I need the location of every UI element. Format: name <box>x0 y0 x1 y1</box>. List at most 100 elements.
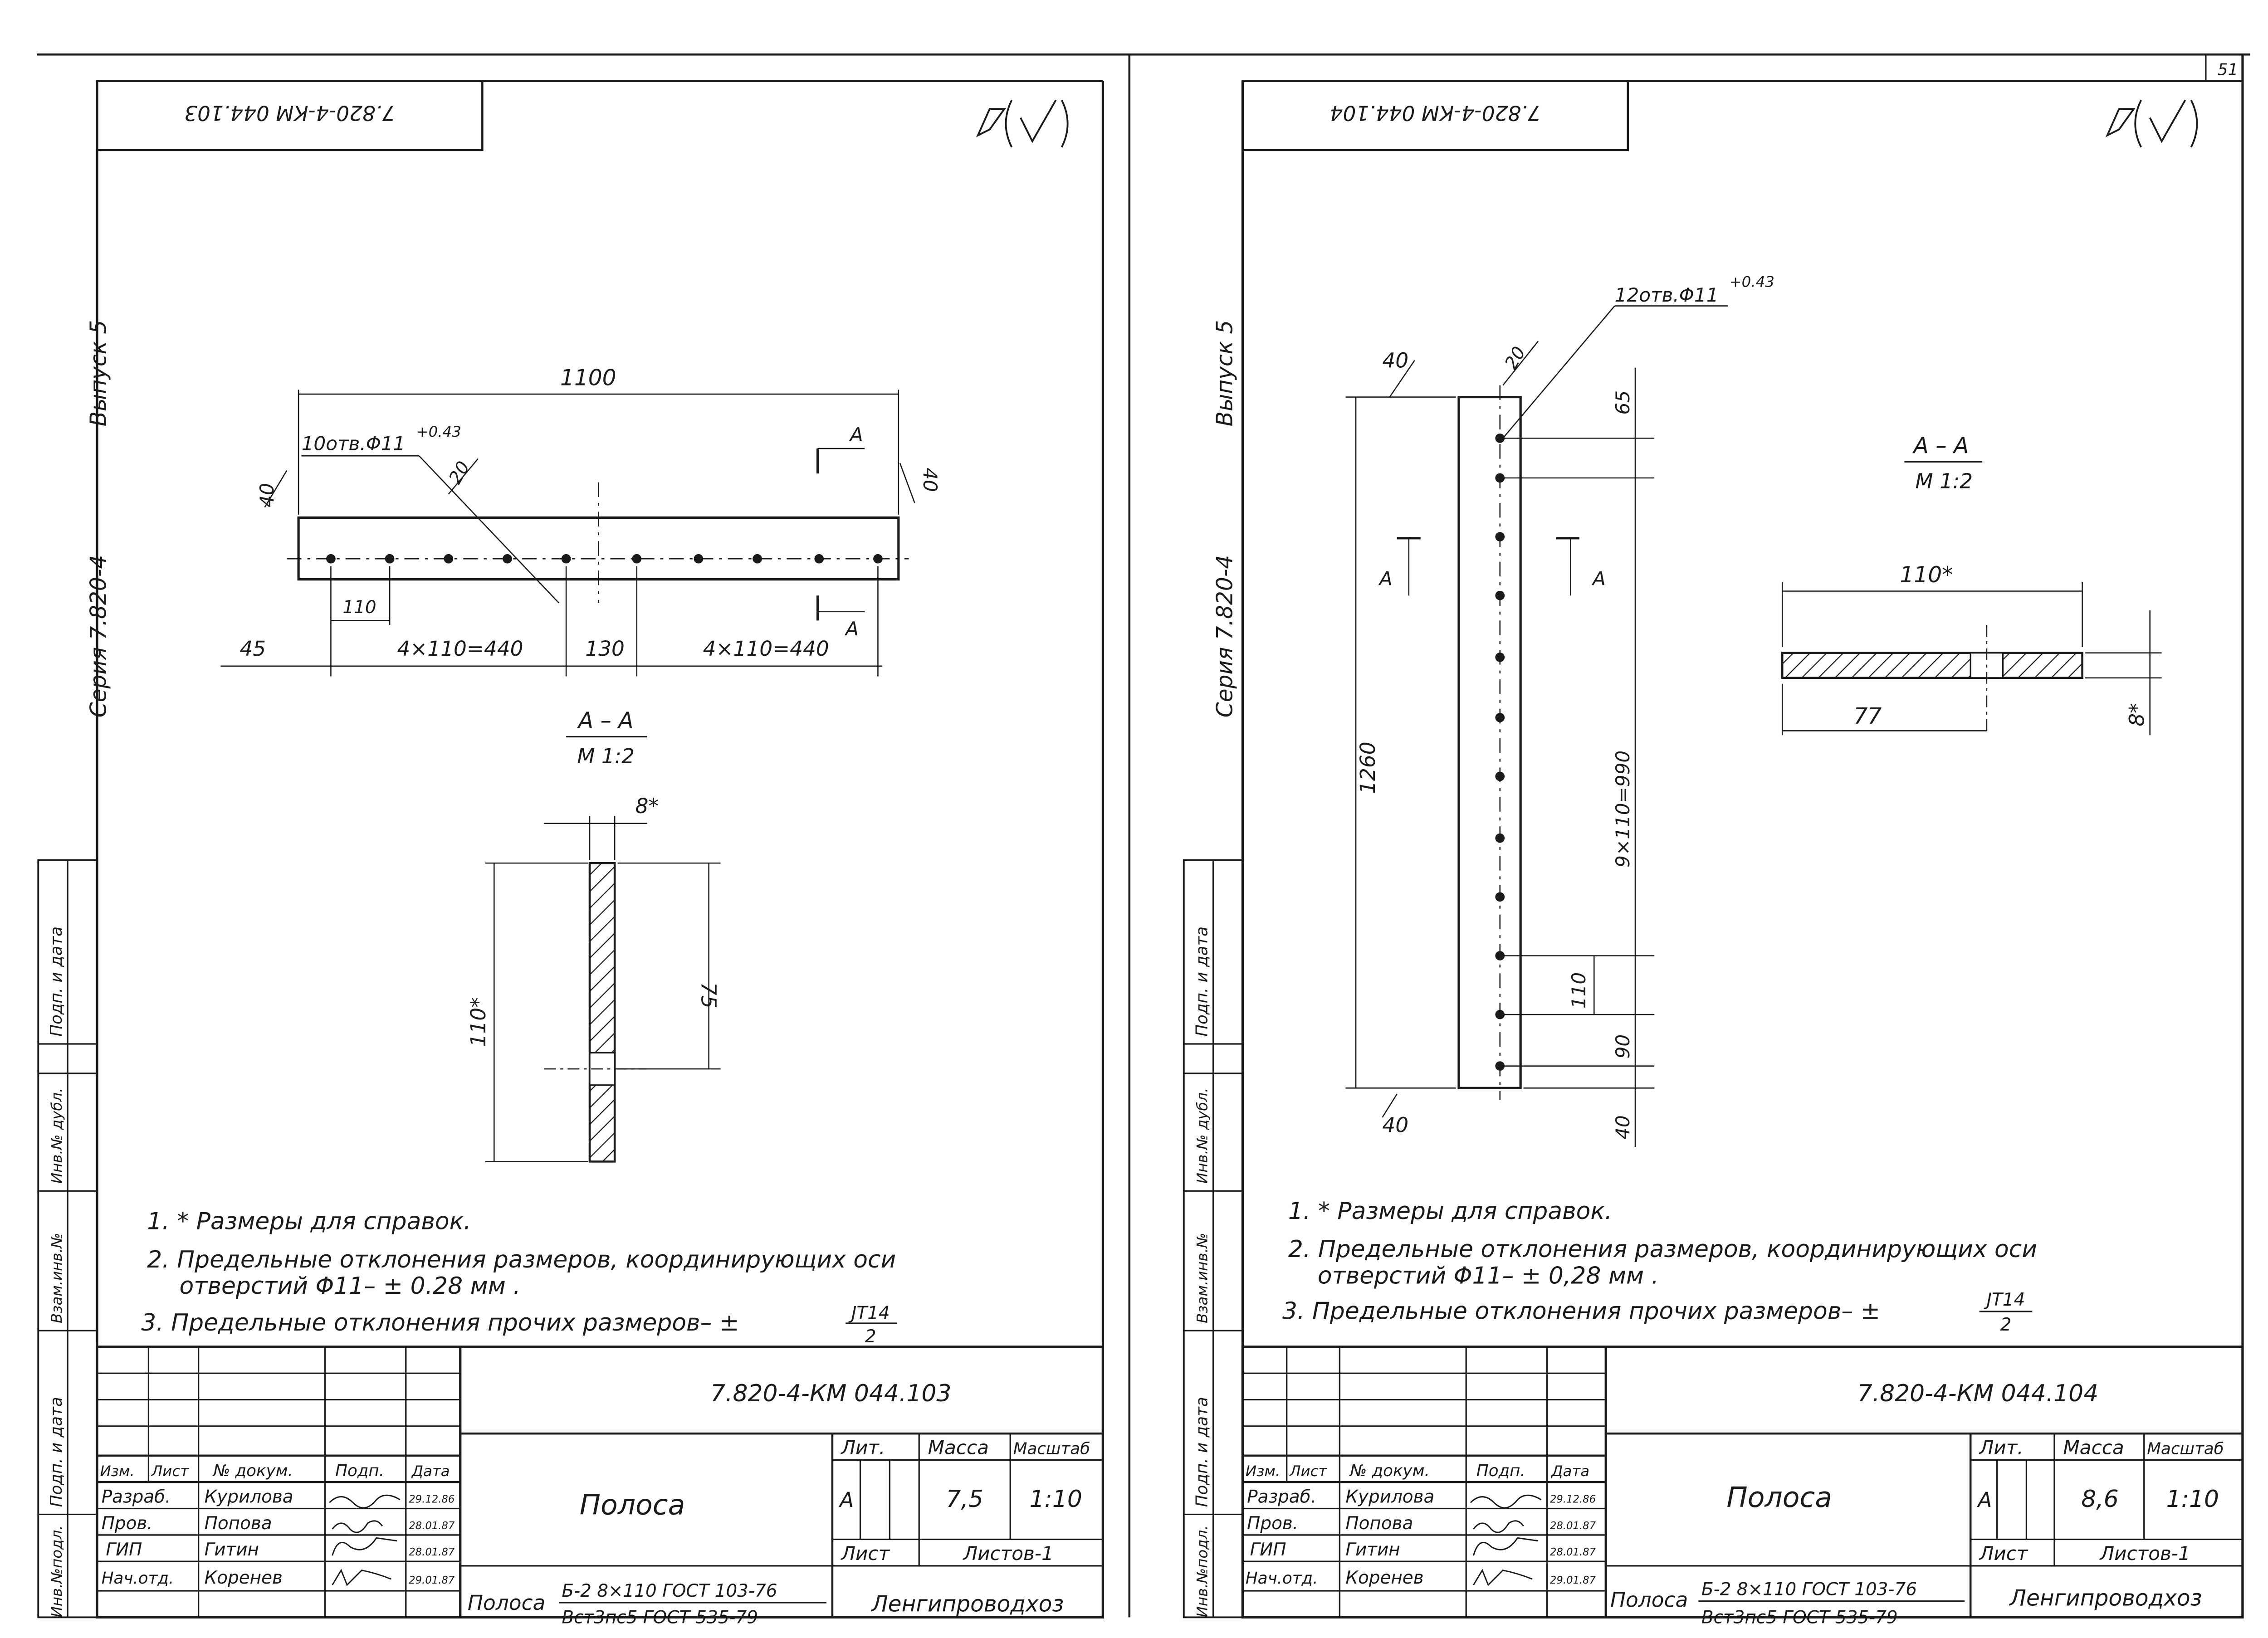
side-label: Подп. и дата <box>47 926 66 1037</box>
side-label: Инв.№подл. <box>1194 1525 1211 1617</box>
hole <box>873 554 883 564</box>
note-tol-num: JT14 <box>848 1303 890 1323</box>
tb-date: 29.01.87 <box>1550 1575 1596 1586</box>
side-series: Серия 7.820-4 <box>86 555 111 718</box>
section-letter: А <box>1378 568 1393 590</box>
tb-date: 28.01.87 <box>409 1520 455 1532</box>
code-stamp: 7.820-4-КМ 044.104 <box>1330 101 1541 125</box>
hole <box>444 554 454 564</box>
hole <box>632 554 642 564</box>
tb-h-doc: № докум. <box>1349 1462 1430 1480</box>
tb-lit-label: Лит. <box>1979 1437 2024 1459</box>
dim-hole-pos: 75 <box>696 982 720 1009</box>
dim-hole-pos: 77 <box>1853 703 1882 729</box>
side-series: Серия 7.820-4 <box>1212 555 1238 718</box>
title-block <box>1241 1346 2244 1618</box>
dim-holes-tol: +0.43 <box>416 423 461 440</box>
leader-line <box>1382 1093 1398 1118</box>
tb-h-sign: Подп. <box>1476 1462 1525 1480</box>
tb-name: Полоса <box>580 1488 685 1521</box>
plate-holes <box>326 554 883 564</box>
hole <box>1495 892 1505 902</box>
tb-role: ГИП <box>1250 1540 1286 1560</box>
dim-edge-right: 40 <box>919 468 941 492</box>
sheet-left: 7.820-4-КМ 044.103 Выпуск 5 Серия 7.820-… <box>37 79 1105 1628</box>
side-label: Подп. и дата <box>1193 1397 1212 1507</box>
tb-scale-label: Масштаб <box>2147 1440 2224 1458</box>
tb-role: Нач.отд. <box>1246 1569 1318 1588</box>
hole <box>385 554 395 564</box>
section-scale: М 1:2 <box>1916 469 1973 493</box>
note-2b: отверстий Φ11– ± 0.28 мм . <box>180 1272 521 1300</box>
tb-lit: А <box>838 1488 854 1512</box>
dim-edge-bottom: 40 <box>1382 1113 1408 1137</box>
plate-view <box>1457 395 1522 1089</box>
code-stamp: 7.820-4-КМ 044.103 <box>184 101 395 125</box>
hole <box>503 554 512 564</box>
side-label: Взам.инв.№ <box>1194 1233 1211 1323</box>
dim-group: 9×110=990 <box>1612 751 1634 868</box>
tb-date: 28.01.87 <box>1550 1546 1596 1558</box>
tb-name: Полоса <box>1726 1481 1832 1514</box>
tb-person: Попова <box>1345 1513 1413 1534</box>
hole <box>1495 951 1505 960</box>
tb-mass: 8,6 <box>2081 1486 2118 1513</box>
tb-role: Нач.отд. <box>102 1569 174 1588</box>
tb-h-date: Дата <box>411 1462 450 1480</box>
tb-scale-label: Масштаб <box>1013 1440 1090 1458</box>
note-3: 3. Предельные отклонения прочих размеров… <box>141 1309 739 1336</box>
hole <box>1495 590 1505 600</box>
roughness-sign-icon <box>976 99 1069 148</box>
dim-holes-tol: +0.43 <box>1730 273 1774 290</box>
signature-icon <box>1470 1494 1542 1509</box>
hole <box>1495 1061 1505 1071</box>
hole <box>1495 1009 1505 1019</box>
side-label: Взам.инв.№ <box>48 1233 65 1323</box>
section-title: А – А <box>577 708 634 733</box>
tb-h-izm: Изм. <box>1246 1462 1280 1480</box>
title-block <box>96 1346 1105 1618</box>
note-2b: отверстий Φ11– ± 0,28 мм . <box>1318 1262 1659 1289</box>
dim-length: 1100 <box>560 366 616 391</box>
tb-mass-label: Масса <box>928 1437 989 1459</box>
note-2: 2. Предельные отклонения размеров, коорд… <box>1288 1236 2037 1263</box>
section-title: А – А <box>1912 433 1969 458</box>
tb-code: 7.820-4-КМ 044.104 <box>1857 1380 2098 1407</box>
hole <box>1495 532 1505 541</box>
tb-scale: 1:10 <box>1029 1486 1082 1513</box>
leader-line <box>1389 360 1415 398</box>
hole <box>1495 712 1505 722</box>
tb-material-bottom: Вст3пс5 ГОСТ 535-79 <box>562 1607 758 1628</box>
tb-sheet: Лист <box>1979 1542 2028 1565</box>
tb-h-izm: Изм. <box>100 1462 134 1480</box>
tb-role: ГИП <box>106 1540 142 1560</box>
tb-role: Пров. <box>1247 1513 1298 1534</box>
page-number: 51 <box>2218 61 2238 79</box>
dim-thickness: 8* <box>635 794 659 818</box>
side-issue: Выпуск 5 <box>86 320 111 427</box>
tb-date: 28.01.87 <box>409 1546 455 1558</box>
note-3: 3. Предельные отклонения прочих размеров… <box>1282 1297 1880 1325</box>
dim-holes: 12отв.Φ11 <box>1615 284 1719 306</box>
leader-line <box>1502 305 1615 439</box>
sheet-right: 7.820-4-КМ 044.104 Выпуск 5 Серия 7.820-… <box>1183 54 2244 1628</box>
tb-mass-label: Масса <box>2063 1437 2124 1459</box>
roughness-sign-icon <box>2105 99 2198 148</box>
hole <box>1495 771 1505 781</box>
tb-org: Ленгипроводхоз <box>2009 1585 2202 1611</box>
tb-material-bottom: Вст3пс5 ГОСТ 535-79 <box>1701 1607 1898 1628</box>
signature-icon <box>332 1537 397 1556</box>
side-label: Инв.№ дубл. <box>48 1088 65 1184</box>
tb-material-prefix: Полоса <box>1610 1588 1688 1612</box>
tb-role: Разраб. <box>102 1487 171 1507</box>
note-1: 1. * Размеры для справок. <box>147 1208 471 1235</box>
dim-edge-top: 40 <box>1382 349 1408 373</box>
tb-material-prefix: Полоса <box>468 1591 545 1615</box>
hole <box>1495 433 1505 443</box>
dim-pitch: 110 <box>342 597 376 618</box>
tb-h-list: Лист <box>1289 1462 1327 1480</box>
plate-holes <box>1495 433 1505 1071</box>
note-1: 1. * Размеры для справок. <box>1288 1198 1612 1225</box>
note-tol-den: 2 <box>2000 1315 2012 1335</box>
side-label: Инв.№ дубл. <box>1194 1088 1211 1184</box>
